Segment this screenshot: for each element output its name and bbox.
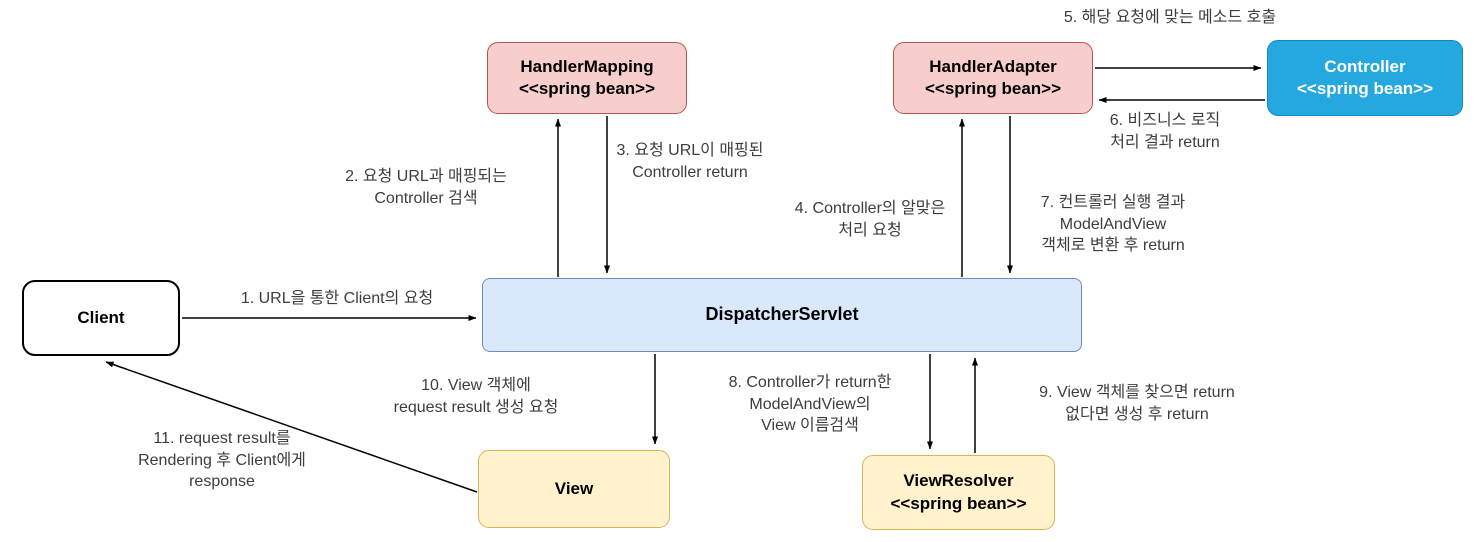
label-step-8: 8. Controller가 return한 ModelAndView의 Vie…: [728, 374, 892, 435]
label-step-2: 2. 요청 URL과 매핑되는 Controller 검색: [345, 168, 507, 207]
node-handler-mapping-stereotype: <<spring bean>>: [518, 79, 656, 98]
node-client: Client: [22, 280, 180, 356]
node-handler-adapter-stereotype: <<spring bean>>: [924, 79, 1062, 98]
label-step-6: 6. 비즈니스 로직 처리 결과 return: [1109, 112, 1221, 151]
label-step-1: 1. URL을 통한 Client의 요청: [240, 290, 434, 307]
node-controller-stereotype: <<spring bean>>: [1296, 79, 1434, 98]
label-step-9: 9. View 객체를 찾으면 return 없다면 생성 후 return: [1039, 384, 1235, 423]
label-step-7: 7. 컨트롤러 실행 결과 ModelAndView 객체로 변환 후 retu…: [1040, 194, 1186, 255]
label-step-10: 10. View 객체에 request result 생성 요청: [393, 377, 559, 416]
node-view-title: View: [554, 478, 594, 498]
node-controller-title: Controller: [1324, 56, 1406, 76]
node-view-resolver-title: ViewResolver: [903, 471, 1014, 491]
node-handler-mapping-title: HandlerMapping: [520, 56, 654, 76]
node-dispatcher-servlet-title: DispatcherServlet: [705, 304, 859, 325]
node-handler-adapter: HandlerAdapter <<spring bean>>: [893, 42, 1093, 114]
node-view-resolver: ViewResolver <<spring bean>>: [862, 455, 1055, 530]
node-view-resolver-stereotype: <<spring bean>>: [890, 493, 1027, 513]
node-handler-adapter-title: HandlerAdapter: [929, 56, 1057, 76]
label-step-11: 11. request result를 Rendering 후 Client에게…: [138, 430, 306, 491]
node-dispatcher-servlet: DispatcherServlet: [482, 278, 1082, 352]
label-step-4: 4. Controller의 알맞은 처리 요청: [794, 200, 946, 239]
node-controller: Controller <<spring bean>>: [1267, 40, 1463, 116]
node-handler-mapping: HandlerMapping <<spring bean>>: [487, 42, 687, 114]
label-step-3: 3. 요청 URL이 매핑된 Controller return: [616, 142, 764, 181]
node-client-title: Client: [77, 307, 125, 327]
node-view: View: [478, 450, 670, 528]
label-step-5: 5. 해당 요청에 맞는 메소드 호출: [1063, 9, 1277, 26]
